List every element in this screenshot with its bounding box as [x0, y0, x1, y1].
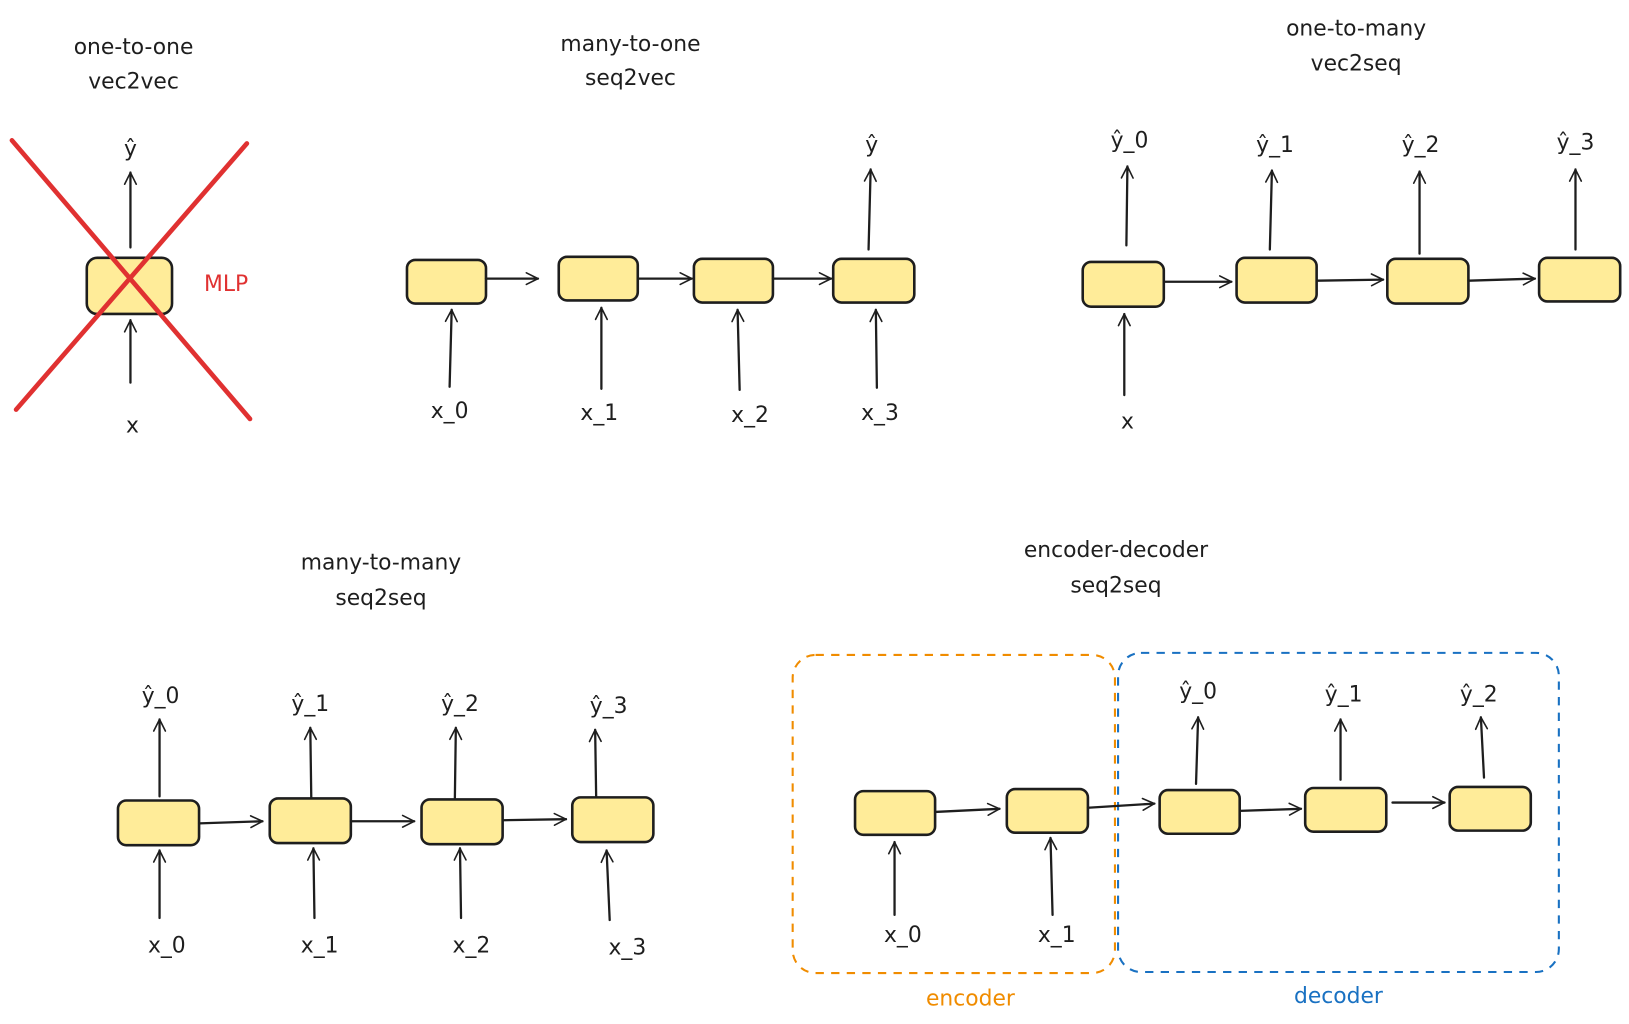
panel-subtitle: vec2vec — [88, 69, 179, 94]
panel-subtitle: seq2seq — [335, 586, 426, 611]
input-label: x — [1121, 409, 1134, 434]
output-arrow — [449, 726, 463, 804]
strike-line-2 — [13, 141, 250, 412]
rnn-cell — [692, 257, 775, 304]
input-label: x_0 — [431, 399, 469, 424]
rnn-cell — [420, 798, 504, 846]
panel-one-to-one: one-to-one vec2vec ŷ x MLP — [9, 35, 253, 438]
panel-subtitle: seq2seq — [1070, 574, 1161, 599]
output-arrow — [588, 728, 602, 800]
panel-title: one-to-many — [1286, 16, 1426, 41]
encoder-cell — [1005, 787, 1090, 835]
output-label: ŷ_3 — [1557, 131, 1595, 156]
recurrent-arrow — [1315, 273, 1385, 287]
panel-subtitle: seq2vec — [585, 66, 676, 91]
output-label: ŷ_0 — [1179, 680, 1217, 705]
input-arrow — [600, 849, 614, 922]
output-label: ŷ_1 — [291, 692, 329, 717]
recurrent-arrow — [933, 802, 1001, 816]
recurrent-arrow — [501, 812, 568, 827]
decoder-cell — [1303, 786, 1388, 833]
output-label: ŷ — [865, 133, 878, 158]
rnn-cell — [557, 255, 640, 302]
rnn-cell — [116, 799, 201, 847]
context-arrow — [1086, 797, 1156, 811]
output-label: ŷ_1 — [1256, 133, 1294, 158]
input-arrow — [869, 308, 883, 389]
panel-title: one-to-one — [74, 35, 194, 60]
input-label: x_2 — [731, 403, 769, 428]
panel-title: many-to-one — [560, 32, 700, 57]
recurrent-arrow — [197, 815, 264, 829]
output-label: ŷ_2 — [1402, 133, 1440, 158]
input-arrow — [306, 847, 321, 920]
input-label: x_1 — [580, 401, 618, 426]
output-label: ŷ — [124, 137, 137, 162]
recurrent-arrow — [1238, 802, 1303, 816]
input-label: x_0 — [148, 933, 186, 958]
mlp-annotation: MLP — [204, 272, 248, 297]
input-arrow — [444, 308, 458, 388]
input-label: x_2 — [453, 933, 491, 958]
output-arrow — [1191, 716, 1205, 785]
rnn-cell — [1386, 257, 1470, 305]
panel-one-to-many: one-to-many vec2seq ŷ_0 ŷ_1 ŷ_2 ŷ_3 x — [1081, 16, 1622, 434]
input-arrow — [1044, 836, 1058, 916]
rnn-cell — [831, 257, 916, 304]
panel-title: many-to-many — [301, 551, 462, 576]
panel-many-to-many: many-to-many seq2seq ŷ_0 ŷ_1 ŷ_2 ŷ_3 x_0… — [116, 551, 655, 960]
input-label: x — [126, 413, 139, 438]
output-arrow — [1474, 716, 1489, 779]
input-label: x_1 — [301, 933, 339, 958]
decoder-region — [1117, 651, 1560, 974]
decoder-label: decoder — [1294, 984, 1383, 1009]
panel-subtitle: vec2seq — [1311, 52, 1402, 77]
output-arrow — [1120, 165, 1134, 247]
panel-encoder-decoder: encoder-decoder seq2seq x_0 x_1 ŷ_0 ŷ_1 … — [791, 538, 1560, 1011]
rnn-cell — [570, 796, 655, 844]
input-arrow — [731, 308, 745, 391]
output-label: ŷ_2 — [1460, 683, 1498, 708]
output-label: ŷ_0 — [1111, 129, 1149, 154]
rnn-cell — [1235, 256, 1318, 304]
output-label: ŷ_0 — [142, 684, 180, 709]
input-arrow — [453, 847, 467, 920]
mlp-cell — [85, 256, 174, 316]
encoder-cell — [853, 789, 937, 837]
input-label: x_1 — [1038, 923, 1076, 948]
panel-many-to-one: many-to-one seq2vec x_0 x_1 x_2 x_3 ŷ — [405, 32, 916, 428]
input-label: x_0 — [884, 923, 922, 948]
output-label: ŷ_1 — [1325, 683, 1363, 708]
input-label: x_3 — [861, 401, 899, 426]
output-arrow — [863, 168, 877, 251]
output-label: ŷ_2 — [441, 692, 479, 717]
rnn-cell — [268, 797, 353, 845]
input-label: x_3 — [609, 935, 647, 960]
encoder-label: encoder — [926, 986, 1015, 1011]
recurrent-arrow — [1467, 272, 1537, 286]
decoder-cell — [1448, 785, 1533, 832]
rnn-cell — [405, 258, 488, 305]
panel-title: encoder-decoder — [1024, 538, 1208, 563]
output-label: ŷ_3 — [590, 694, 628, 719]
output-arrow — [1264, 169, 1279, 251]
decoder-cell — [1158, 788, 1241, 836]
output-arrow — [303, 726, 318, 804]
rnn-cell — [1081, 260, 1166, 308]
rnn-cell — [1537, 256, 1622, 303]
